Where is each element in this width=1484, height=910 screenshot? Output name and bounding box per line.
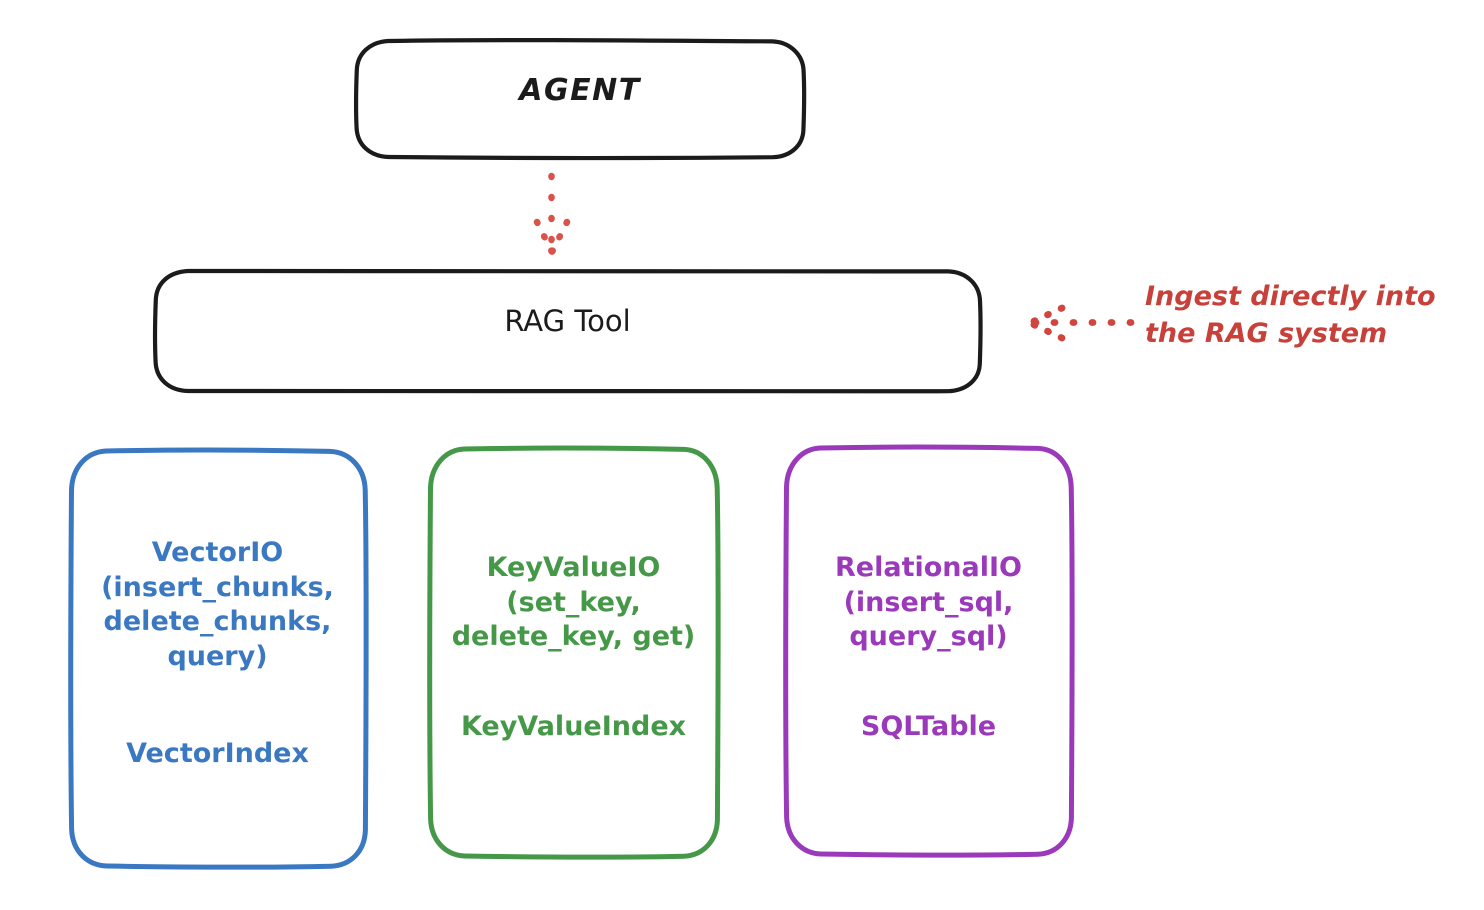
vector-index-label: VectorIndex	[126, 738, 309, 769]
agent-rag-arrowhead-left	[533, 218, 556, 256]
connector-agent-to-rag-tool	[533, 172, 571, 256]
node-rag-tool[interactable]	[152, 267, 983, 395]
node-relational-io[interactable]	[783, 444, 1075, 858]
key-value-io-label: KeyValueIO (set_key, delete_key, get)	[451, 552, 696, 653]
vector-io-label: VectorIO (insert_chunks, delete_chunks, …	[101, 537, 334, 672]
agent-rag-arrowhead-right	[548, 218, 571, 256]
vector-io-box-outline	[68, 447, 369, 870]
relational-io-box-outline	[783, 444, 1075, 858]
agent-box-outline	[353, 38, 807, 161]
rag-tool-box-outline	[152, 267, 983, 395]
rag-tool-label: RAG Tool	[504, 304, 631, 338]
node-vector-io[interactable]	[68, 447, 369, 870]
node-key-value-io[interactable]	[427, 445, 721, 860]
connector-ingest-arrow	[1026, 304, 1135, 342]
node-agent[interactable]	[353, 38, 807, 161]
relational-io-label: RelationalIO (insert_sql, query_sql)	[835, 552, 1022, 653]
ingest-annotation-label: Ingest directly into the RAG system	[1145, 281, 1436, 350]
key-value-io-box-outline	[427, 445, 721, 860]
key-value-index-label: KeyValueIndex	[460, 711, 687, 742]
agent-label: AGENT	[519, 73, 641, 108]
ingest-arrowhead-lower	[1026, 319, 1066, 342]
ingest-arrowhead-upper	[1026, 304, 1066, 327]
sql-table-label: SQLTable	[860, 711, 997, 742]
